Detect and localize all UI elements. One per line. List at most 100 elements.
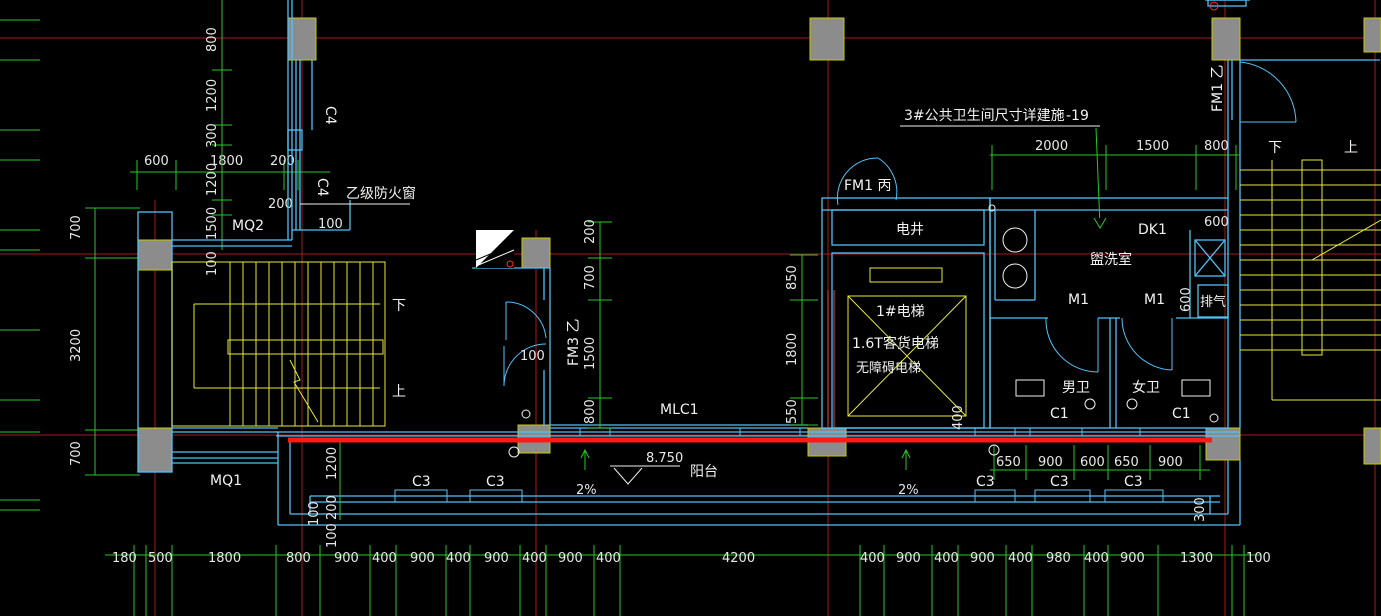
dim-bottom-1800: 1800 xyxy=(208,551,241,566)
dim-bottom-400-e: 400 xyxy=(860,551,885,566)
dim-top-100: 100 xyxy=(318,217,343,232)
stair-down-right: 下 xyxy=(1268,140,1282,156)
dim-bottom-4200: 4200 xyxy=(722,551,755,566)
dim-v-1200-a: 1200 xyxy=(205,79,220,112)
door-swings xyxy=(503,61,1297,387)
label-balcony: 阳台 xyxy=(690,464,718,480)
dim-misc-300: 300 xyxy=(1193,497,1208,522)
dim-bottom-100: 100 xyxy=(1246,551,1271,566)
label-mq2: MQ2 xyxy=(232,218,264,234)
label-c3-4: C3 xyxy=(1050,474,1069,490)
label-c3-5: C3 xyxy=(1124,474,1143,490)
dim-door-100: 100 xyxy=(520,349,545,364)
top-left-dimension-line xyxy=(130,160,330,190)
label-c1-left: C1 xyxy=(1050,406,1069,422)
dim-top-200: 200 xyxy=(270,154,295,169)
door-dimension-chain xyxy=(588,221,612,429)
dim-wc-800: 800 xyxy=(1204,139,1229,154)
left-edge-dimension-ticks xyxy=(0,19,40,511)
dim-left-700-top: 700 xyxy=(69,215,84,240)
dim-elev-1800: 1800 xyxy=(785,333,800,366)
dim-bottom-500: 500 xyxy=(148,551,173,566)
structural-columns xyxy=(137,17,1381,473)
dim-balc-650-b: 650 xyxy=(1114,455,1139,470)
label-c4-mid: C4 xyxy=(314,178,330,197)
label-c1-right: C1 xyxy=(1172,406,1191,422)
dim-v-1200-b: 1200 xyxy=(205,163,220,196)
c3-windows xyxy=(394,427,1207,503)
dim-bottom-900-e: 900 xyxy=(896,551,921,566)
stair-up-right: 上 xyxy=(1344,140,1358,156)
dim-elev-400: 400 xyxy=(951,405,966,430)
label-c3-2: C3 xyxy=(486,474,505,490)
building-walls xyxy=(137,0,1380,526)
dim-bottom-900-f: 900 xyxy=(970,551,995,566)
label-male-wc: 男卫 xyxy=(1062,380,1090,396)
wc-fixtures xyxy=(521,227,1219,423)
dim-balc-650-a: 650 xyxy=(996,455,1021,470)
dim-bottom-900-c: 900 xyxy=(484,551,509,566)
dim-left-3200: 3200 xyxy=(69,329,84,362)
dim-wc-1500: 1500 xyxy=(1136,139,1169,154)
dim-bottom-400-c: 400 xyxy=(522,551,547,566)
dim-bottom-800: 800 xyxy=(286,551,311,566)
label-fm1-mid: FM1 丙 xyxy=(844,178,892,194)
dim-misc-1200: 1200 xyxy=(325,447,340,480)
dim-bottom-180: 180 xyxy=(112,551,137,566)
dim-v-800: 800 xyxy=(205,27,220,52)
left-dimension-chain xyxy=(85,207,140,476)
dim-v-100: 100 xyxy=(205,251,220,276)
dim-bottom-400-d: 400 xyxy=(596,551,621,566)
dim-v-200: 200 xyxy=(268,197,293,212)
dim-bottom-1300: 1300 xyxy=(1180,551,1213,566)
elevator-car xyxy=(827,267,967,428)
dim-elev-850: 850 xyxy=(785,265,800,290)
label-electric-shaft: 电井 xyxy=(896,222,924,238)
dim-left-700-bottom: 700 xyxy=(69,441,84,466)
elevator-dimension-chain xyxy=(790,254,818,426)
dim-bottom-980: 980 xyxy=(1046,551,1071,566)
dim-wc-right-600-b: 600 xyxy=(1179,287,1194,312)
label-washroom: 盥洗室 xyxy=(1090,251,1132,268)
misc-markers xyxy=(508,1,1219,458)
dim-top-600: 600 xyxy=(144,154,169,169)
bottom-dimension-chain xyxy=(105,545,1260,616)
note-ref: -19 xyxy=(1066,108,1089,124)
dim-bottom-900-d: 900 xyxy=(558,551,583,566)
bottom-dimension-labels: 180 500 1800 800 900 400 900 400 900 400… xyxy=(112,551,1271,566)
dim-bottom-900-a: 900 xyxy=(334,551,359,566)
label-mlc1: MLC1 xyxy=(660,402,699,418)
dim-misc-200: 200 xyxy=(325,495,340,520)
dim-door-700: 700 xyxy=(583,265,598,290)
label-fire-window: 乙级防火窗 xyxy=(346,185,416,202)
dim-elev-550: 550 xyxy=(785,399,800,424)
slope-arrows xyxy=(580,448,911,470)
stair-down-left: 下 xyxy=(392,298,406,314)
dim-misc-100: 100 xyxy=(307,501,322,526)
vertical-dimension-chain-top xyxy=(212,0,232,250)
label-c3-1: C3 xyxy=(412,474,431,490)
dim-door-1500: 1500 xyxy=(583,337,598,370)
dim-bottom-400-a: 400 xyxy=(372,551,397,566)
label-dk1: DK1 xyxy=(1138,222,1167,238)
dim-bottom-900-b: 900 xyxy=(410,551,435,566)
note-public-wc: 3#公共卫生间尺寸详建施 xyxy=(904,108,1065,124)
dim-wc-right-600-a: 600 xyxy=(1204,215,1229,230)
right-stair-treads xyxy=(1240,159,1381,401)
fire-window-symbol xyxy=(475,230,515,268)
dim-top-1800: 1800 xyxy=(210,154,243,169)
label-c3-3: C3 xyxy=(976,474,995,490)
dim-balc-900-a: 900 xyxy=(1038,455,1063,470)
label-m1-left: M1 xyxy=(1068,292,1089,308)
dim-balc-900-b: 900 xyxy=(1158,455,1183,470)
elevation-marker xyxy=(610,465,680,485)
wc-top-dimension xyxy=(990,127,1240,229)
elevator-label-1: 1#电梯 xyxy=(876,304,925,320)
balcony-dimension-chain xyxy=(339,440,1210,520)
dim-door-800: 800 xyxy=(583,399,598,424)
dim-bottom-400-h: 400 xyxy=(1084,551,1109,566)
dim-bottom-900-g: 900 xyxy=(1120,551,1145,566)
label-c4-top: C4 xyxy=(322,106,338,125)
